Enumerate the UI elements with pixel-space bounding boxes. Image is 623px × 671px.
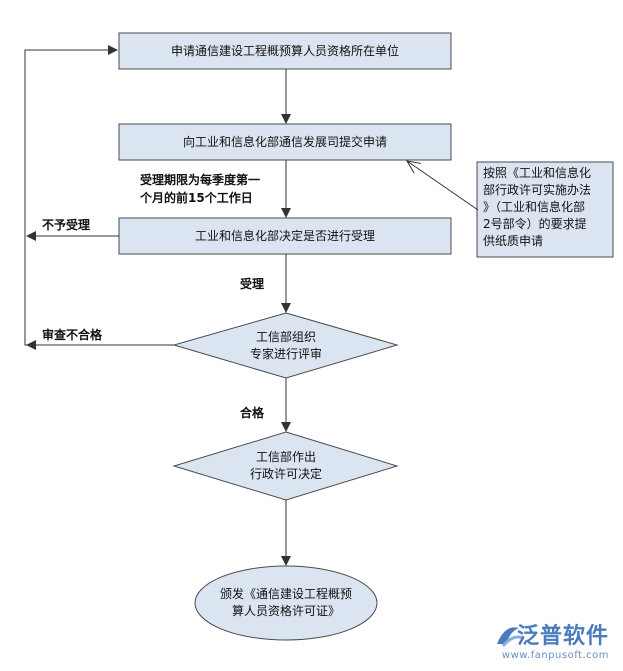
node-issue-certificate-label: 颁发《通信建设工程概预 算人员资格许可证》 [219,587,352,618]
node-decide-accept [118,217,452,255]
label-review-failed: 审查不合格 [42,328,103,342]
watermark-url: www.fanpusoft.com [501,650,609,661]
node-apply-unit-label: 申请通信建设工程概预算人员资格所在单位 [170,43,399,58]
label-accepted: 受理 [240,277,265,291]
node-admin-decision-label: 工信部作出 行政许可决定 [249,450,322,481]
watermark-brand: 泛普软件 [516,624,609,649]
node-apply-unit [118,32,452,70]
node-issue-certificate [194,565,378,641]
node-submit-application-label: 向工业和信息化部通信发展司提交申请 [182,134,387,149]
brand-logo-icon [497,627,524,647]
node-expert-review-label: 工信部组织 专家进行评审 [249,330,322,361]
note-box [476,161,614,258]
label-qualified: 合格 [240,406,265,420]
node-decide-accept-label: 工业和信息化部决定是否进行受理 [194,228,375,243]
watermark: 泛普软件 www.fanpusoft.com [502,618,609,661]
node-submit-application [118,123,452,161]
label-not-accepted: 不予受理 [42,218,91,232]
label-acceptance-period: 受理期限为每季度第一 个月的前15个工作日 [140,173,261,205]
note-text: 按照《工业和信息化 部行政许可实施办法 》（工业和信息化部 2号部令）的要求提 … [483,166,592,248]
edge-note-to-submit [407,161,479,211]
